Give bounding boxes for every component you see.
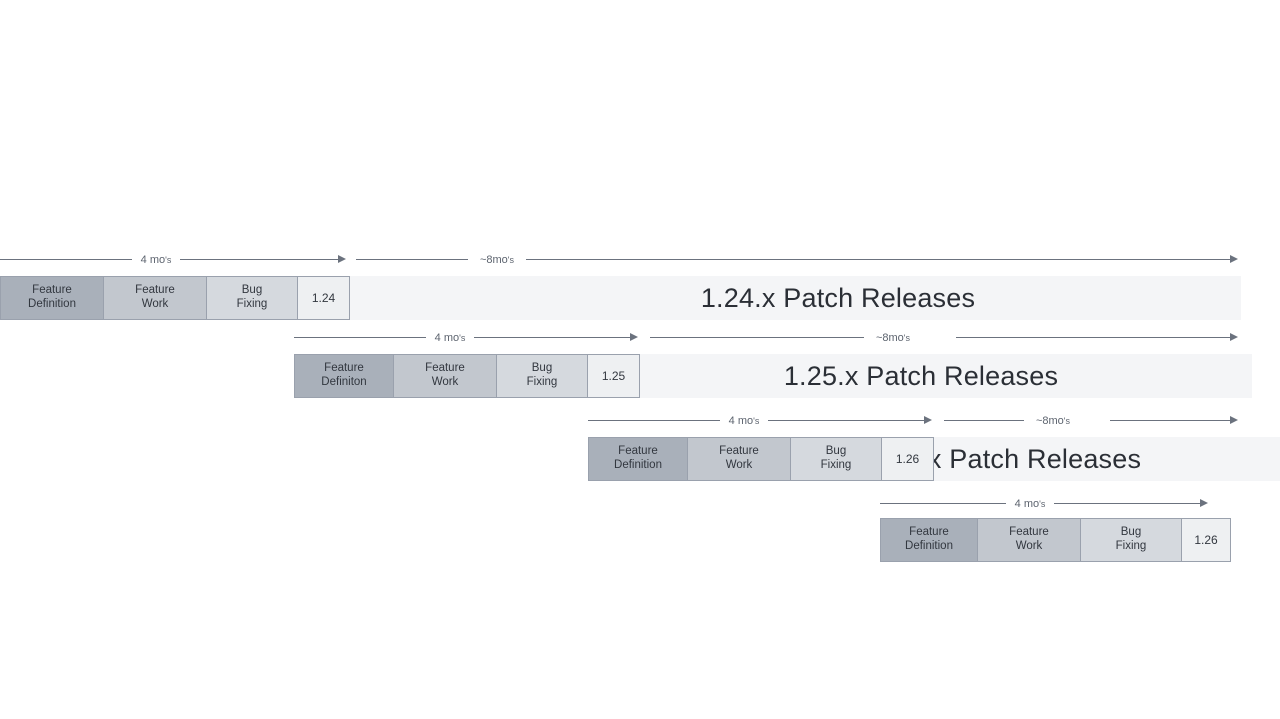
stage-version-text: 1.26 bbox=[1194, 532, 1218, 547]
stage-line2: Definition bbox=[28, 298, 76, 310]
stage-bar-125: Feature Definiton Feature Work Bug Fixin… bbox=[294, 354, 640, 398]
stage-line1: Feature bbox=[135, 284, 175, 297]
measure-label-text: ~8mo bbox=[479, 254, 508, 266]
stage-line1: Bug bbox=[241, 284, 263, 297]
stage-version-text: 1.25 bbox=[601, 368, 626, 383]
measure-label: 4 mo's bbox=[426, 328, 474, 348]
stage-line2: Fixing bbox=[1115, 540, 1147, 552]
stage-feature-work[interactable]: Feature Work bbox=[687, 437, 791, 481]
stage-line2: Definition bbox=[905, 540, 953, 552]
stage-line2: Definition bbox=[614, 459, 662, 471]
measure-patch-duration-125: ~8mo's bbox=[650, 328, 1240, 348]
measure-label: ~8mo's bbox=[1024, 411, 1082, 431]
measure-label-text: 4 mo bbox=[728, 415, 754, 427]
stage-line2: Work bbox=[141, 298, 169, 310]
stage-feature-definition[interactable]: Feature Definiton bbox=[294, 354, 394, 398]
stage-bug-fixing[interactable]: Bug Fixing bbox=[790, 437, 882, 481]
measure-dev-duration-127: 4 mo's bbox=[880, 494, 1212, 514]
measure-patch-duration-124: ~8mo's bbox=[356, 250, 1240, 270]
stage-version-badge[interactable]: 1.26 bbox=[1181, 518, 1231, 562]
measure-label-text: 4 mo bbox=[140, 254, 166, 266]
stage-feature-definition[interactable]: Feature Definition bbox=[0, 276, 104, 320]
stage-line2: Fixing bbox=[526, 376, 558, 388]
stage-bar-127: Feature Definition Feature Work Bug Fixi… bbox=[880, 518, 1231, 562]
stage-bug-fixing[interactable]: Bug Fixing bbox=[496, 354, 588, 398]
measure-label-suffix: 's bbox=[507, 255, 515, 265]
measure-label-text: 4 mo bbox=[434, 332, 460, 344]
stage-line1: Feature bbox=[324, 362, 364, 375]
measure-dev-duration-125: 4 mo's bbox=[294, 328, 642, 348]
measure-label-text: 4 mo bbox=[1014, 498, 1040, 510]
measure-label-text: ~8mo bbox=[875, 332, 904, 344]
stage-feature-definition[interactable]: Feature Definition bbox=[588, 437, 688, 481]
stage-line1: Feature bbox=[719, 445, 759, 458]
stage-line2: Fixing bbox=[236, 298, 268, 310]
stage-bug-fixing[interactable]: Bug Fixing bbox=[206, 276, 298, 320]
stage-line2: Fixing bbox=[820, 459, 852, 471]
stage-version-badge[interactable]: 1.26 bbox=[881, 437, 934, 481]
stage-line2: Work bbox=[725, 459, 753, 471]
measure-label: 4 mo's bbox=[720, 411, 768, 431]
measure-label: ~8mo's bbox=[468, 250, 526, 270]
measure-label: 4 mo's bbox=[132, 250, 180, 270]
stage-line1: Feature bbox=[618, 445, 658, 458]
stage-line1: Feature bbox=[425, 362, 465, 375]
stage-feature-definition[interactable]: Feature Definition bbox=[880, 518, 978, 562]
stage-line2: Work bbox=[1015, 540, 1043, 552]
measure-label-suffix: 's bbox=[165, 255, 172, 265]
stage-line1: Feature bbox=[909, 526, 949, 539]
patch-release-label: 1.25.x Patch Releases bbox=[783, 360, 1059, 391]
stage-line1: Feature bbox=[1009, 526, 1049, 539]
measure-dev-duration-124: 4 mo's bbox=[0, 250, 348, 270]
stage-line1: Bug bbox=[1120, 526, 1142, 539]
measure-label-suffix: 's bbox=[459, 333, 466, 343]
stage-version-badge[interactable]: 1.25 bbox=[587, 354, 640, 398]
measure-label: ~8mo's bbox=[864, 328, 922, 348]
stage-line1: Bug bbox=[825, 445, 847, 458]
measure-label-suffix: 's bbox=[1039, 499, 1046, 509]
measure-patch-duration-126: ~8mo's bbox=[944, 411, 1240, 431]
stage-bar-124: Feature Definition Feature Work Bug Fixi… bbox=[0, 276, 350, 320]
stage-line2: Work bbox=[431, 376, 459, 388]
stage-line1: Feature bbox=[32, 284, 72, 297]
measure-label: 4 mo's bbox=[1006, 494, 1054, 514]
stage-feature-work[interactable]: Feature Work bbox=[393, 354, 497, 398]
stage-version-text: 1.26 bbox=[895, 451, 920, 466]
measure-label-text: ~8mo bbox=[1035, 415, 1064, 427]
stage-version-text: 1.24 bbox=[311, 290, 336, 305]
stage-line2: Definiton bbox=[321, 376, 367, 388]
patch-release-label: 1.24.x Patch Releases bbox=[700, 282, 976, 313]
measure-dev-duration-126: 4 mo's bbox=[588, 411, 936, 431]
measure-label-suffix: 's bbox=[903, 333, 911, 343]
measure-label-suffix: 's bbox=[753, 416, 760, 426]
stage-line1: Bug bbox=[531, 362, 553, 375]
stage-feature-work[interactable]: Feature Work bbox=[977, 518, 1081, 562]
stage-bar-126: Feature Definition Feature Work Bug Fixi… bbox=[588, 437, 934, 481]
measure-label-suffix: 's bbox=[1063, 416, 1071, 426]
stage-bug-fixing[interactable]: Bug Fixing bbox=[1080, 518, 1182, 562]
stage-version-badge[interactable]: 1.24 bbox=[297, 276, 350, 320]
stage-feature-work[interactable]: Feature Work bbox=[103, 276, 207, 320]
